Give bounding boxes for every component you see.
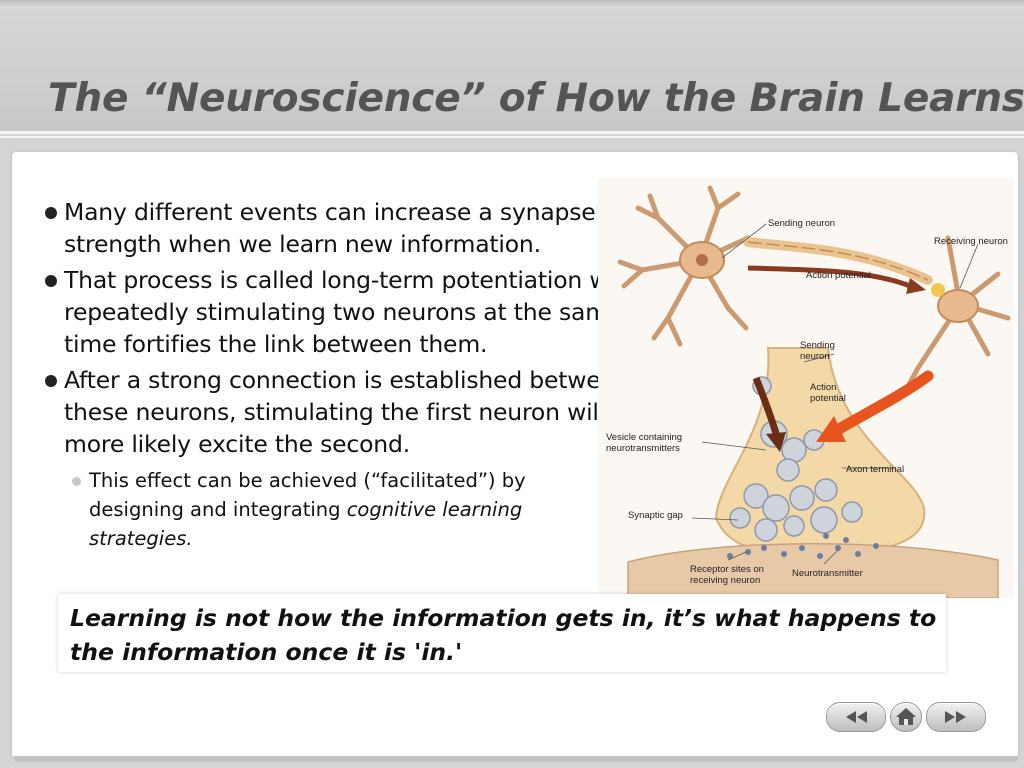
bullet-dot-icon xyxy=(45,207,57,219)
bullet-list: Many different events can increase a syn… xyxy=(44,196,664,464)
label-receptor-sites: Receptor sites on receiving neuron xyxy=(690,564,764,586)
sub-bullet-item: This effect can be achieved (“facilitate… xyxy=(72,466,619,553)
previous-slide-button[interactable] xyxy=(826,702,886,732)
label-receiving-neuron: Receiving neuron xyxy=(934,236,1008,247)
home-icon xyxy=(896,708,916,725)
sub-bullet-dot-icon xyxy=(72,477,81,486)
synapse-illustration xyxy=(617,185,1011,599)
quote-text: Learning is not how the information gets… xyxy=(70,604,937,666)
bullet-item: That process is called long-term potenti… xyxy=(44,264,664,360)
sub-bullet-text: This effect can be achieved (“facilitate… xyxy=(89,469,526,521)
panel-shadow xyxy=(14,756,1018,762)
synapse-diagram: Sending neuron Receiving neuron Action p… xyxy=(598,178,1014,599)
bullet-item: Many different events can increase a syn… xyxy=(44,196,664,260)
bullet-text: Many different events can increase a syn… xyxy=(64,198,615,258)
rewind-icon xyxy=(846,711,867,723)
top-strip xyxy=(0,0,1024,8)
next-slide-button[interactable] xyxy=(926,702,986,732)
fast-forward-icon xyxy=(945,711,966,723)
quote-box: Learning is not how the information gets… xyxy=(58,594,946,672)
header-divider xyxy=(0,131,1024,134)
label-axon-terminal: Axon terminal xyxy=(846,464,905,475)
bullet-item: After a strong connection is established… xyxy=(44,364,664,460)
label-synaptic-gap: Synaptic gap xyxy=(628,510,683,521)
bullet-dot-icon xyxy=(45,275,57,287)
label-action-potential-top: Action potential xyxy=(806,270,871,281)
title-bar: The “Neuroscience” of How the Brain Lear… xyxy=(0,8,1024,132)
header-divider xyxy=(0,136,1024,138)
label-action-potential: Action potential xyxy=(810,382,846,404)
bullet-dot-icon xyxy=(45,375,57,387)
label-sending-neuron-top: Sending neuron xyxy=(768,218,836,229)
label-vesicle: Vesicle containing neurotransmitters xyxy=(606,432,683,454)
sub-bullet-italic: cognitive learning strategies. xyxy=(89,498,523,550)
label-neurotransmitter: Neurotransmitter xyxy=(792,568,863,579)
home-button[interactable] xyxy=(890,702,922,732)
slide-title: The “Neuroscience” of How the Brain Lear… xyxy=(48,76,1024,121)
label-sending-neuron: Sending neuron xyxy=(800,340,835,362)
bullet-text: After a strong connection is established… xyxy=(64,366,630,458)
bullet-text: That process is called long-term potenti… xyxy=(64,266,661,358)
